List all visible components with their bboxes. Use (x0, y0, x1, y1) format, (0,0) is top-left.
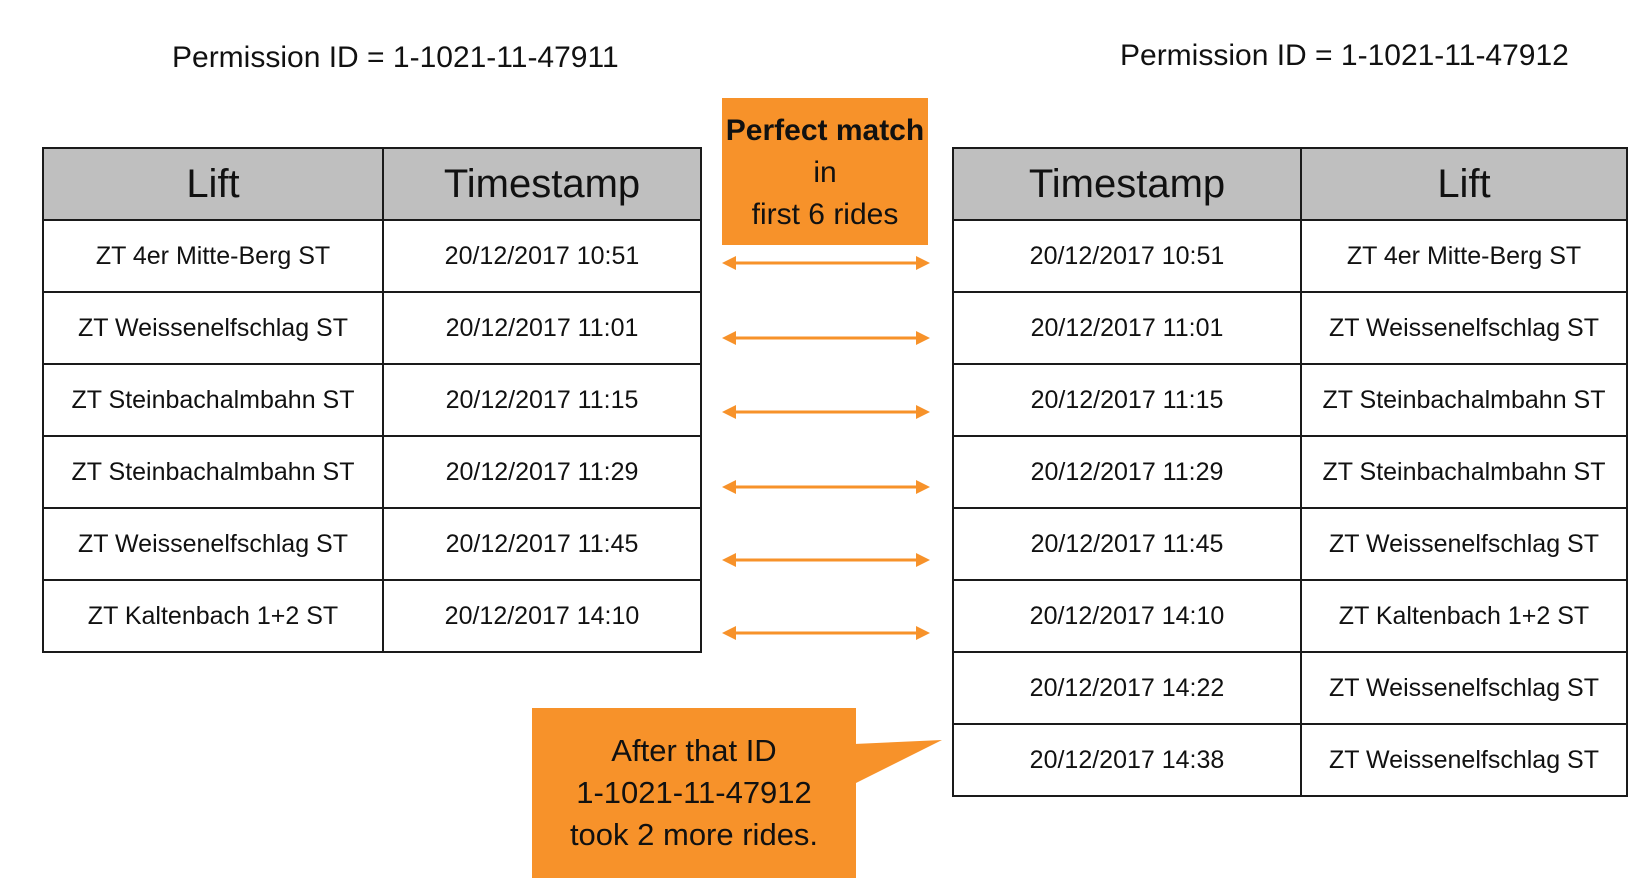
lift-cell: ZT Kaltenbach 1+2 ST (42, 579, 384, 653)
table-row: 20/12/2017 14:22 ZT Weissenelfschlag ST (952, 651, 1628, 725)
lift-cell: ZT Kaltenbach 1+2 ST (1300, 579, 1628, 653)
table-header-row: Timestamp Lift (952, 147, 1628, 221)
lift-cell: ZT Weissenelfschlag ST (1300, 723, 1628, 797)
right-permission-title: Permission ID = 1-1021-11-47912 (1120, 39, 1569, 72)
after-note-line: took 2 more rides. (569, 817, 819, 852)
timestamp-cell: 20/12/2017 11:15 (952, 363, 1302, 437)
additional-rides-note: After that ID 1-1021-11-47912 took 2 mor… (532, 708, 856, 878)
table-row: ZT Kaltenbach 1+2 ST 20/12/2017 14:10 (42, 579, 702, 653)
timestamp-cell: 20/12/2017 10:51 (952, 219, 1302, 293)
table-row: ZT Weissenelfschlag ST 20/12/2017 11:01 (42, 291, 702, 365)
table-row: ZT Weissenelfschlag ST 20/12/2017 11:45 (42, 507, 702, 581)
lift-cell: ZT Steinbachalmbahn ST (1300, 363, 1628, 437)
lift-cell: ZT Weissenelfschlag ST (1300, 291, 1628, 365)
left-rides-table: Lift Timestamp ZT 4er Mitte-Berg ST 20/1… (42, 147, 702, 653)
table-row: 20/12/2017 11:45 ZT Weissenelfschlag ST (952, 507, 1628, 581)
lift-cell: ZT Steinbachalmbahn ST (42, 363, 384, 437)
after-note-line: 1-1021-11-47912 (576, 775, 812, 810)
timestamp-cell: 20/12/2017 14:10 (952, 579, 1302, 653)
left-permission-title: Permission ID = 1-1021-11-47911 (172, 41, 619, 74)
timestamp-cell: 20/12/2017 11:45 (952, 507, 1302, 581)
timestamp-cell: 20/12/2017 11:29 (952, 435, 1302, 509)
table-row: 20/12/2017 10:51 ZT 4er Mitte-Berg ST (952, 219, 1628, 293)
perfect-match-note: Perfect match in first 6 rides (722, 98, 928, 245)
lift-cell: ZT Steinbachalmbahn ST (42, 435, 384, 509)
lift-cell: ZT Weissenelfschlag ST (1300, 651, 1628, 725)
lift-cell: ZT Weissenelfschlag ST (42, 291, 384, 365)
lift-cell: ZT Weissenelfschlag ST (42, 507, 384, 581)
perfect-match-in-text: in (813, 156, 837, 189)
lift-cell: ZT 4er Mitte-Berg ST (1300, 219, 1628, 293)
callout-pointer-icon (854, 740, 942, 784)
timestamp-cell: 20/12/2017 14:22 (952, 651, 1302, 725)
table-row: 20/12/2017 14:38 ZT Weissenelfschlag ST (952, 723, 1628, 797)
table-row: 20/12/2017 11:29 ZT Steinbachalmbahn ST (952, 435, 1628, 509)
perfect-match-rides-text: first 6 rides (751, 198, 899, 231)
lift-cell: ZT 4er Mitte-Berg ST (42, 219, 384, 293)
column-header-timestamp: Timestamp (952, 147, 1302, 221)
timestamp-cell: 20/12/2017 11:45 (382, 507, 702, 581)
match-arrow-icon (720, 551, 932, 569)
timestamp-cell: 20/12/2017 11:01 (952, 291, 1302, 365)
timestamp-cell: 20/12/2017 11:29 (382, 435, 702, 509)
right-rides-table: Timestamp Lift 20/12/2017 10:51 ZT 4er M… (952, 147, 1628, 797)
column-header-lift: Lift (42, 147, 384, 221)
table-row: 20/12/2017 14:10 ZT Kaltenbach 1+2 ST (952, 579, 1628, 653)
table-row: 20/12/2017 11:15 ZT Steinbachalmbahn ST (952, 363, 1628, 437)
match-arrow-icon (720, 624, 932, 642)
table-row: ZT Steinbachalmbahn ST 20/12/2017 11:15 (42, 363, 702, 437)
column-header-lift: Lift (1300, 147, 1628, 221)
timestamp-cell: 20/12/2017 10:51 (382, 219, 702, 293)
perfect-match-bold-text: Perfect match (725, 114, 925, 147)
match-arrow-icon (720, 403, 932, 421)
table-row: ZT Steinbachalmbahn ST 20/12/2017 11:29 (42, 435, 702, 509)
timestamp-cell: 20/12/2017 11:01 (382, 291, 702, 365)
timestamp-cell: 20/12/2017 11:15 (382, 363, 702, 437)
match-arrow-icon (720, 254, 932, 272)
table-header-row: Lift Timestamp (42, 147, 702, 221)
after-note-line: After that ID (611, 733, 777, 768)
lift-cell: ZT Steinbachalmbahn ST (1300, 435, 1628, 509)
timestamp-cell: 20/12/2017 14:38 (952, 723, 1302, 797)
match-arrow-icon (720, 329, 932, 347)
table-row: ZT 4er Mitte-Berg ST 20/12/2017 10:51 (42, 219, 702, 293)
column-header-timestamp: Timestamp (382, 147, 702, 221)
lift-cell: ZT Weissenelfschlag ST (1300, 507, 1628, 581)
timestamp-cell: 20/12/2017 14:10 (382, 579, 702, 653)
table-row: 20/12/2017 11:01 ZT Weissenelfschlag ST (952, 291, 1628, 365)
match-arrow-icon (720, 478, 932, 496)
